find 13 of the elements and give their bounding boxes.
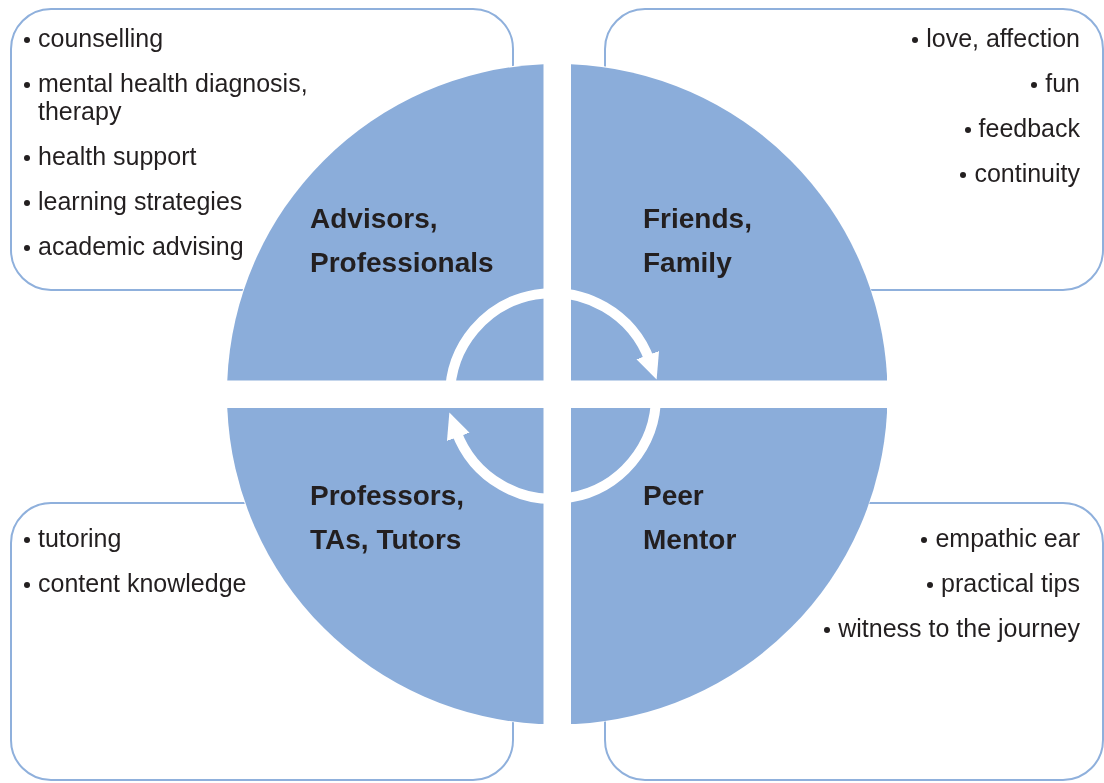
quadrant-label: Peer Mentor [643, 479, 737, 557]
bullet-item: love, affection [604, 24, 1080, 52]
bullet-item: content knowledge [22, 569, 352, 597]
bullet-item: fun [604, 69, 1080, 97]
bullet-item: mental health diagnosis, therapy [22, 69, 352, 125]
quadrant-label: Professors, TAs, Tutors [310, 479, 465, 557]
bullet-item: continuity [604, 159, 1080, 187]
bullet-item: feedback [604, 114, 1080, 142]
bullet-item: witness to the journey [604, 614, 1080, 642]
bullet-item: health support [22, 142, 352, 170]
bullet-item: practical tips [604, 569, 1080, 597]
quadrant-label: Friends, Family [643, 202, 752, 280]
bullet-item: counselling [22, 24, 352, 52]
